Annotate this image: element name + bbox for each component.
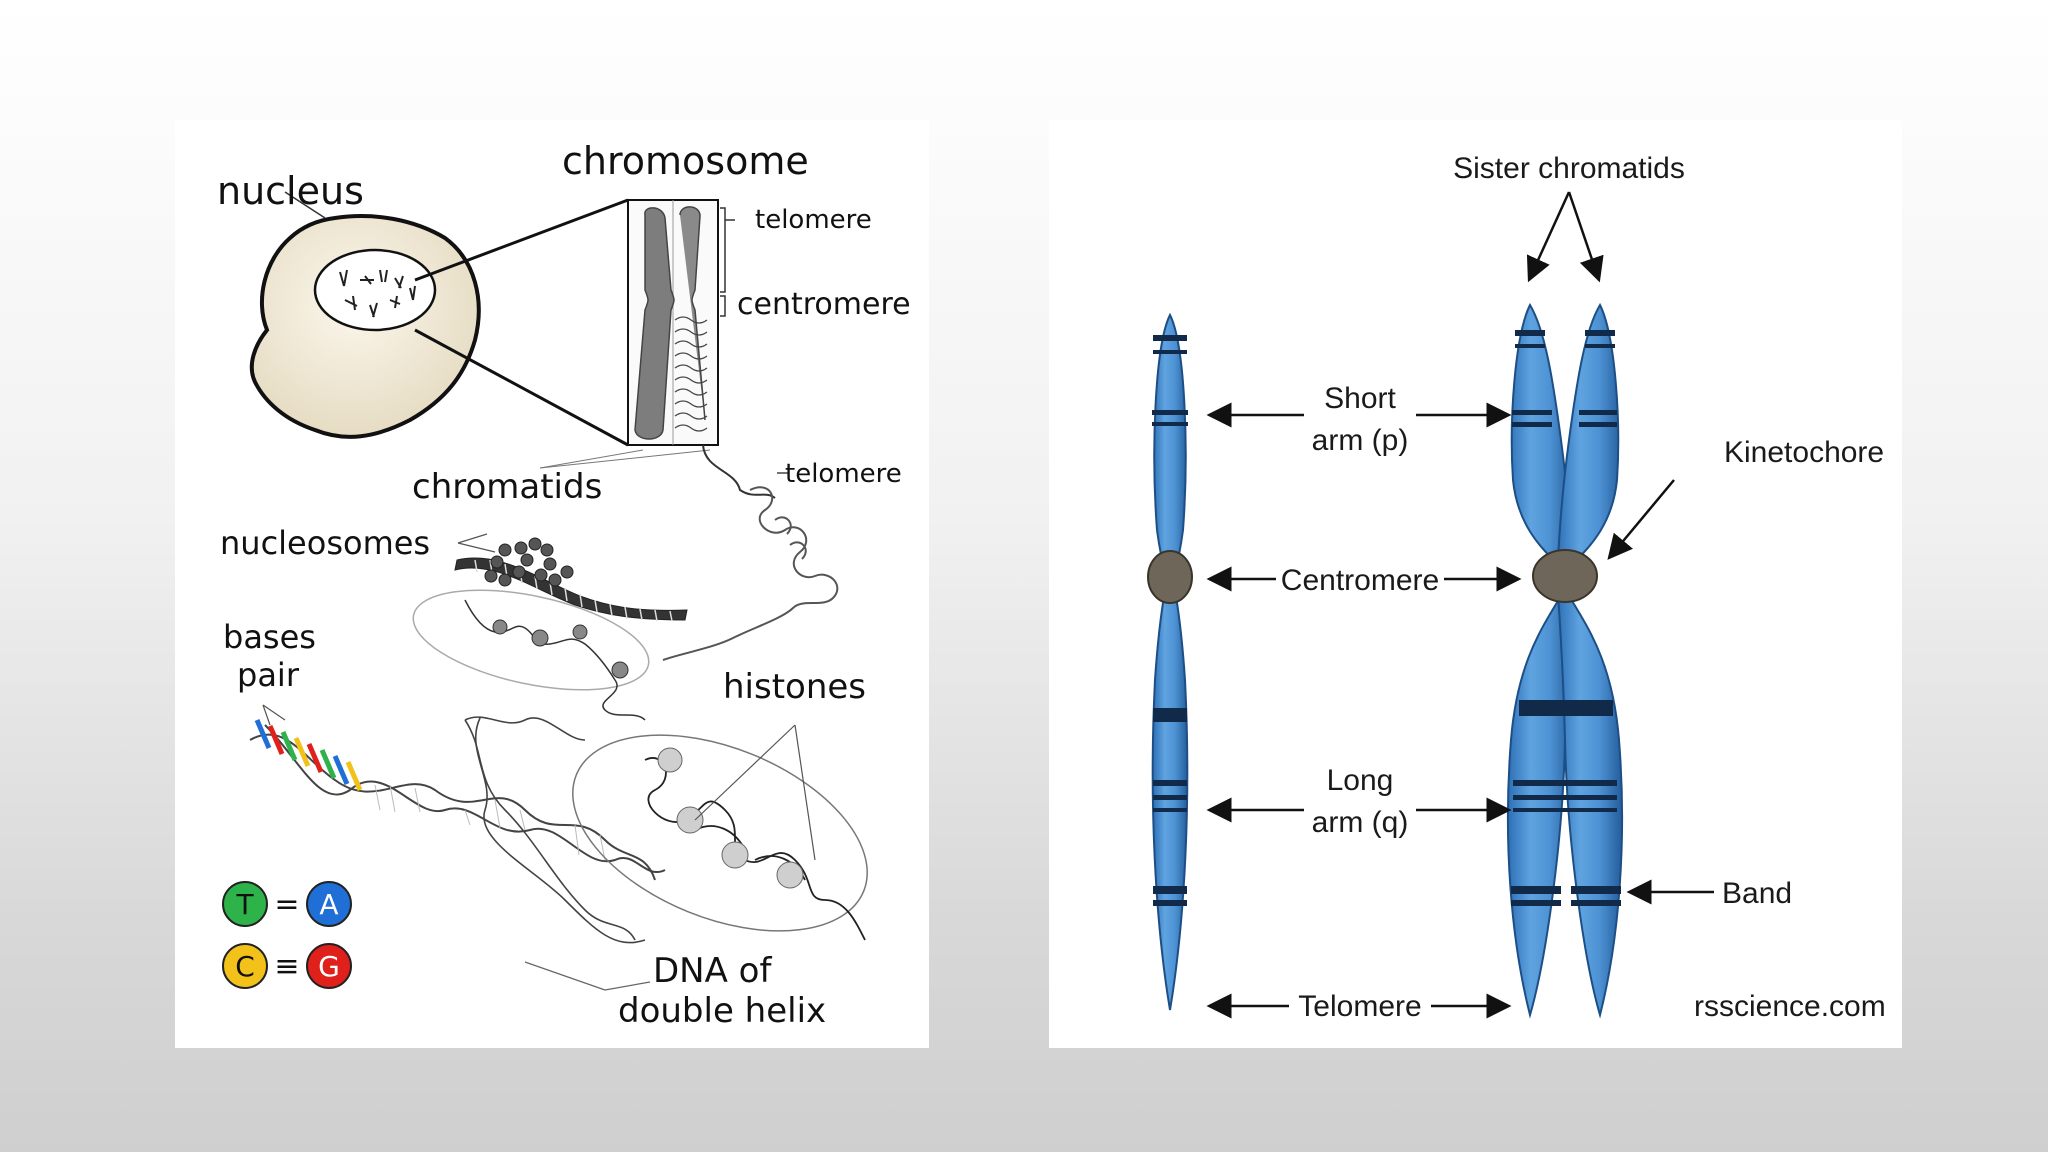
dna-label-line1: DNA of: [653, 951, 772, 991]
dna-packaging-svg: nucleus chromosome telomere centromere c…: [217, 139, 911, 1031]
long-arm-label-line1: Long: [1327, 764, 1394, 797]
nucleus-shape: [313, 248, 437, 332]
short-arm-label-line2: arm (p): [1312, 424, 1409, 457]
nucleus-label: nucleus: [217, 169, 364, 213]
histone-cores: [657, 747, 804, 889]
long-arm-label-line2: arm (q): [1312, 806, 1409, 839]
base-t-circle: [222, 881, 268, 927]
base-a-letter: A: [319, 888, 338, 921]
base-c-letter: C: [235, 950, 255, 983]
histone-dna-wrap: [644, 757, 866, 941]
bases-pair-label-line2: pair: [237, 656, 300, 694]
single-chromosome-body: [1151, 312, 1189, 1011]
kinetochore-label: Kinetochore: [1724, 436, 1884, 469]
zoom-line-bottom: [414, 328, 629, 447]
base-pair-rung: [306, 743, 324, 773]
centromere-label: centromere: [737, 287, 911, 322]
base-pair-equals-2: ≡: [274, 949, 299, 984]
base-pair-rung: [267, 725, 285, 755]
chromatin-strand: [702, 444, 776, 499]
base-pair-rung: [332, 755, 350, 785]
base-g-circle: [306, 943, 352, 989]
replicated-chromosome: [1506, 302, 1624, 1019]
base-pair-equals-1: =: [274, 887, 299, 922]
nucleosome-beads: [484, 537, 574, 587]
telomere-top-label: telomere: [755, 205, 872, 235]
band-label: Band: [1722, 877, 1792, 910]
right-chromatid: [1555, 302, 1624, 1019]
base-pair-rung: [293, 737, 311, 767]
dna-label-line2: double helix: [618, 991, 826, 1031]
dna-helix-upper: [464, 716, 646, 944]
base-g-letter: G: [318, 950, 340, 983]
bases-pair-label-line1: bases: [223, 618, 316, 656]
kinetochore-centromere: [1532, 549, 1598, 603]
single-centromere: [1147, 550, 1193, 604]
chromosome-shape: [634, 207, 675, 440]
telomere-bottom-label: telomere: [785, 459, 902, 489]
base-c-circle: [222, 943, 268, 989]
beads-ellipse: [412, 589, 650, 691]
chromosome-structure-diagram: Sister chromatids Short arm (p) Kinetoch…: [1049, 120, 1902, 1048]
solenoid-coils: [662, 486, 839, 661]
single-chromosome-bands: [1152, 335, 1188, 906]
dna-packaging-diagram: nucleus chromosome telomere centromere c…: [175, 120, 929, 1048]
base-pair-rung: [254, 719, 272, 749]
telomere-label-right: Telomere: [1298, 990, 1421, 1023]
single-chromosome: [1147, 312, 1193, 1011]
base-pair-rung: [319, 749, 337, 779]
short-arm-label-line1: Short: [1324, 382, 1396, 415]
nucleus-chromosomes: [339, 269, 416, 318]
chromatid-bands: [1511, 330, 1621, 906]
base-a-circle: [306, 881, 352, 927]
nucleus-leader: [284, 191, 326, 219]
centromere-label-right: Centromere: [1281, 564, 1439, 597]
base-pair-rung: [280, 731, 298, 761]
sister-chromatids-label: Sister chromatids: [1453, 152, 1685, 185]
histones-label: histones: [723, 667, 866, 707]
chromosome-label: chromosome: [562, 139, 809, 183]
beads-on-string: [464, 599, 646, 721]
base-pair-legend: T = A C ≡ G: [222, 881, 352, 989]
histones-ellipse: [572, 734, 868, 932]
base-pair-rung: [345, 761, 363, 791]
source-credit: rsscience.com: [1694, 990, 1886, 1023]
base-t-letter: T: [235, 888, 254, 921]
zoom-line-top: [414, 198, 629, 282]
dna-ladder-rungs: [254, 719, 363, 791]
chromatin-coils: [674, 316, 708, 432]
nucleosomes-label: nucleosomes: [220, 524, 430, 562]
chromosome-structure-svg: Sister chromatids Short arm (p) Kinetoch…: [1147, 152, 1886, 1023]
chromatids-label: chromatids: [412, 467, 602, 507]
